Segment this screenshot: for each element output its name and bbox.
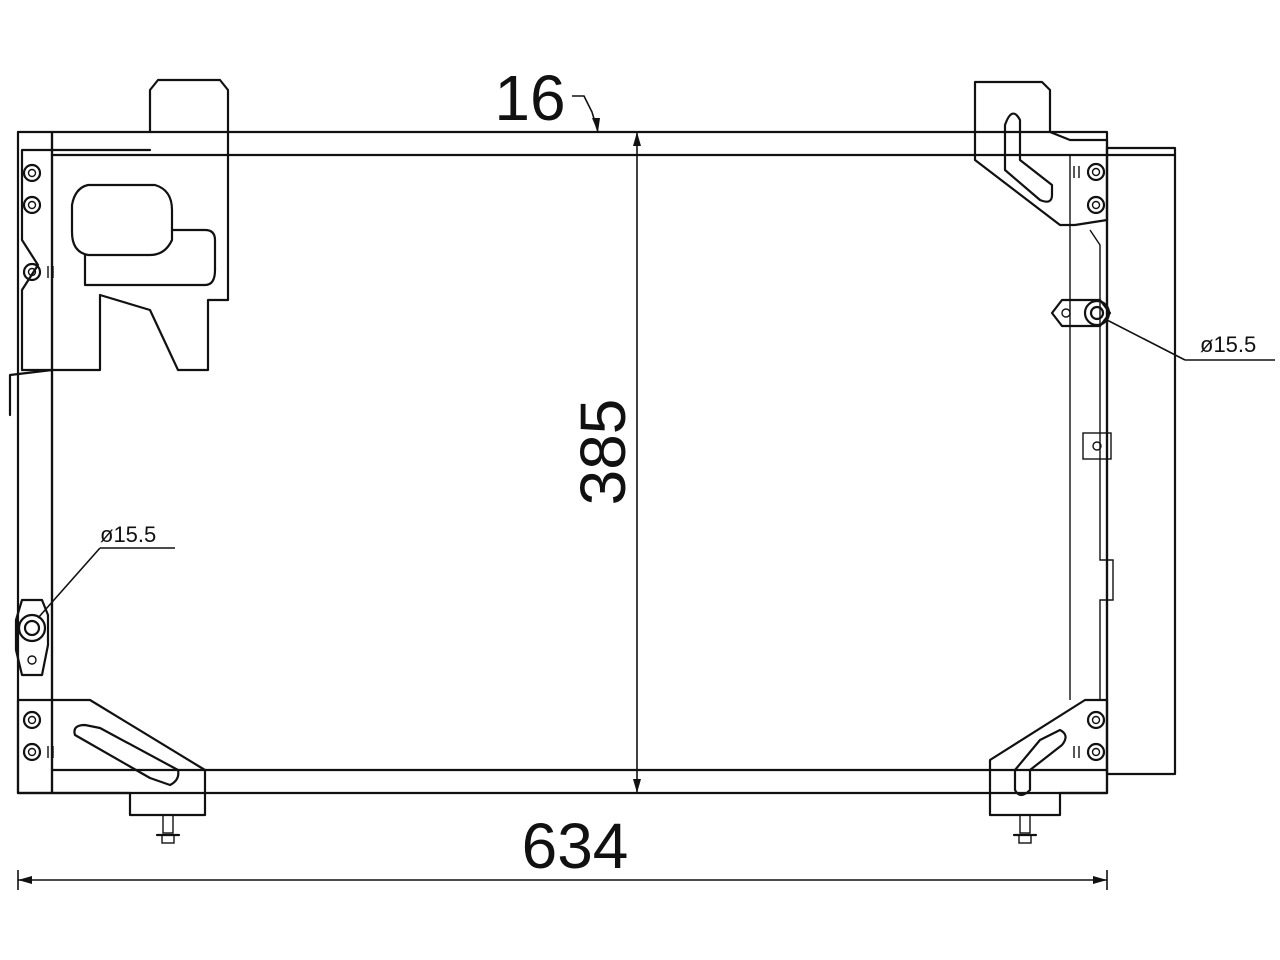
left-header-tank bbox=[8, 130, 54, 795]
height-dimension-line bbox=[633, 132, 641, 793]
left-port bbox=[14, 598, 50, 677]
top-dimension-label: 16 bbox=[494, 62, 565, 134]
right-port bbox=[1050, 298, 1112, 328]
top-right-bracket bbox=[973, 80, 1109, 227]
bottom-left-bracket bbox=[16, 698, 207, 844]
width-dimension-line bbox=[17, 870, 1108, 890]
right-header-tank bbox=[1069, 146, 1177, 776]
top-dimension-leader bbox=[572, 95, 600, 133]
height-dimension-label: 385 bbox=[567, 399, 639, 506]
left-port-leader bbox=[37, 547, 175, 619]
left-port-diameter-label: ø15.5 bbox=[100, 522, 156, 547]
right-port-diameter-label: ø15.5 bbox=[1200, 332, 1256, 357]
width-dimension-label: 634 bbox=[522, 810, 629, 882]
right-port-leader bbox=[1106, 319, 1275, 361]
top-left-bracket bbox=[20, 78, 230, 372]
bottom-right-bracket bbox=[988, 698, 1109, 844]
